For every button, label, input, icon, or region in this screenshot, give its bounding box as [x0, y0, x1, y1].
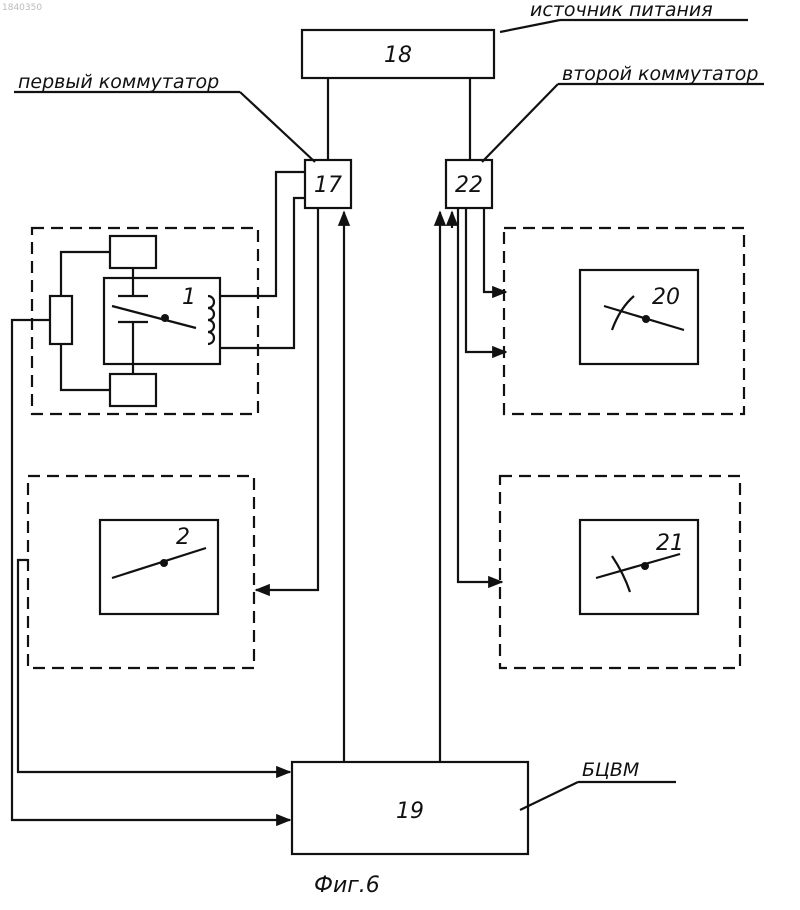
num-2: 2 [176, 525, 190, 550]
unit-21-needle [596, 554, 680, 578]
label-power-supply: источник питания [530, 0, 713, 21]
feedback-unit-2 [18, 560, 290, 772]
figure-caption: Фиг.6 [314, 873, 380, 898]
num-22: 22 [455, 173, 483, 198]
document-number: 1840350 [2, 3, 42, 13]
label-second-switch: второй коммутатор [562, 63, 758, 85]
unit-1-side-element [50, 296, 72, 344]
unit-1-lower-box [110, 374, 156, 406]
unit-2-frame [100, 520, 218, 614]
unit-20-enclosure [504, 228, 744, 414]
unit-2-needle [112, 548, 206, 578]
num-1: 1 [182, 285, 196, 310]
num-20: 20 [652, 285, 680, 310]
feedback-unit-1 [12, 320, 290, 820]
unit-1-coil-icon [208, 296, 214, 344]
label-computer: БЦВМ [582, 759, 639, 781]
label-first-switch: первый коммутатор [18, 71, 219, 93]
num-17: 17 [314, 173, 342, 198]
leader-power-supply [500, 20, 560, 32]
unit-1-upper-box [110, 236, 156, 268]
num-19: 19 [396, 799, 424, 824]
unit-2-enclosure [28, 476, 254, 668]
num-18: 18 [384, 43, 412, 68]
num-21: 21 [656, 531, 684, 556]
